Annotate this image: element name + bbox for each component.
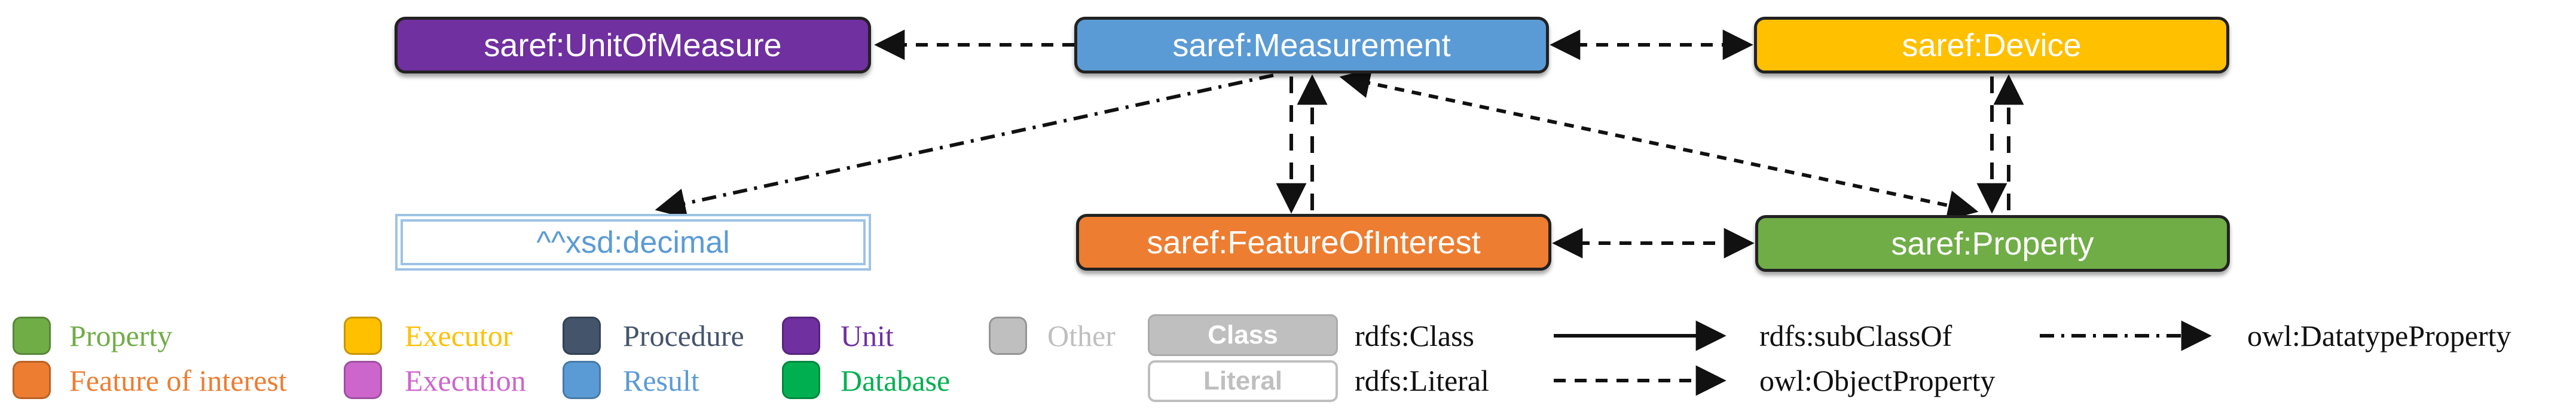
legend-label-database: Database [841, 364, 951, 397]
node-saref-unitofmeasure: saref:UnitOfMeasure [395, 17, 871, 73]
node-label: saref:Property [1891, 225, 2094, 262]
legend-swatch-property [13, 317, 51, 355]
legend-label-unit: Unit [841, 319, 894, 352]
node-xsd-decimal: ^^xsd:decimal [395, 214, 871, 271]
legend-swatch-database [782, 361, 820, 399]
legend-label-other: Other [1047, 319, 1116, 352]
legend-swatch-unit [782, 317, 820, 355]
legend-label-rdfs-class: rdfs:Class [1355, 319, 1474, 352]
legend-swatch-procedure [563, 317, 601, 355]
legend-label-rdfs-literal: rdfs:Literal [1355, 364, 1489, 397]
edge-measurement-to-xsd-decimal [655, 73, 1274, 219]
node-label: saref:UnitOfMeasure [484, 27, 782, 63]
legend-label-procedure: Procedure [623, 319, 744, 352]
legend-label-objectproperty: owl:ObjectProperty [1759, 364, 1996, 397]
legend-swatch-other [989, 317, 1027, 355]
legend-swatch-result [563, 361, 601, 399]
node-label: ^^xsd:decimal [536, 225, 730, 260]
legend-literal-box: Literal [1148, 360, 1338, 402]
node-saref-featureofinterest: saref:FeatureOfInterest [1076, 214, 1551, 271]
legend-class-box-label: Class [1208, 320, 1278, 349]
legend-label-subclassof: rdfs:subClassOf [1759, 319, 1952, 352]
legend-label-executor: Executor [405, 319, 513, 352]
legend-swatch-execution [344, 361, 382, 399]
legend-label-property: Property [69, 319, 173, 352]
legend-label-feature-of-interest: Feature of interest [69, 364, 287, 397]
legend-swatch-executor [344, 317, 382, 355]
node-saref-measurement: saref:Measurement [1074, 17, 1549, 73]
legend-class-box: Class [1148, 314, 1338, 356]
legend-swatch-feature-of-interest [13, 361, 51, 399]
legend-literal-box-label: Literal [1203, 366, 1283, 395]
legend-label-result: Result [623, 364, 699, 397]
edge-measurement-property [1339, 68, 1979, 220]
legend-label-datatypeproperty: owl:DatatypeProperty [2247, 319, 2511, 352]
node-saref-property: saref:Property [1755, 215, 2230, 272]
legend-label-execution: Execution [405, 364, 526, 397]
node-label: saref:Measurement [1172, 27, 1451, 63]
node-label: saref:FeatureOfInterest [1147, 224, 1481, 260]
node-label: saref:Device [1902, 27, 2082, 63]
node-saref-device: saref:Device [1754, 17, 2229, 73]
